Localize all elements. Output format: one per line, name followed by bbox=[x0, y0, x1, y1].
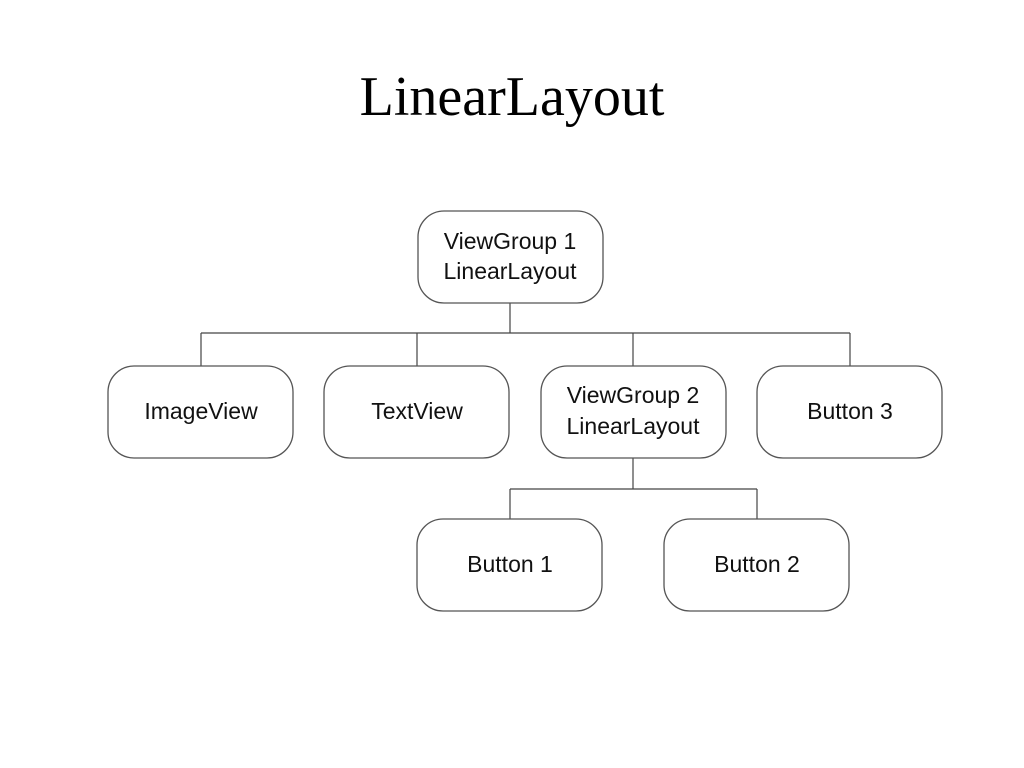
node-imageview: ImageView bbox=[107, 365, 294, 459]
node-viewgroup2: ViewGroup 2 LinearLayout bbox=[540, 365, 727, 459]
slide-title: LinearLayout bbox=[359, 66, 665, 128]
node-imageview-label: ImageView bbox=[144, 398, 258, 424]
node-button1-box bbox=[416, 518, 603, 612]
node-button2-box bbox=[663, 518, 850, 612]
node-button3-label: Button 3 bbox=[807, 398, 893, 424]
node-viewgroup1: ViewGroup 1 LinearLayout bbox=[417, 210, 604, 304]
node-button3-box bbox=[756, 365, 943, 459]
node-button1: Button 1 bbox=[416, 518, 603, 612]
node-textview: TextView bbox=[323, 365, 510, 459]
node-button1-label: Button 1 bbox=[467, 551, 553, 577]
node-viewgroup2-line1: ViewGroup 2 bbox=[567, 382, 700, 408]
node-viewgroup2-line2: LinearLayout bbox=[567, 413, 701, 439]
node-viewgroup1-line2: LinearLayout bbox=[444, 258, 578, 284]
node-viewgroup1-line1: ViewGroup 1 bbox=[444, 228, 577, 254]
node-viewgroup2-box bbox=[540, 365, 727, 459]
node-textview-box bbox=[323, 365, 510, 459]
node-button2-label: Button 2 bbox=[714, 551, 800, 577]
node-imageview-box bbox=[107, 365, 294, 459]
node-textview-label: TextView bbox=[371, 398, 463, 424]
node-viewgroup1-box bbox=[417, 210, 604, 304]
node-button2: Button 2 bbox=[663, 518, 850, 612]
connectors bbox=[200, 303, 851, 519]
node-button3: Button 3 bbox=[756, 365, 943, 459]
